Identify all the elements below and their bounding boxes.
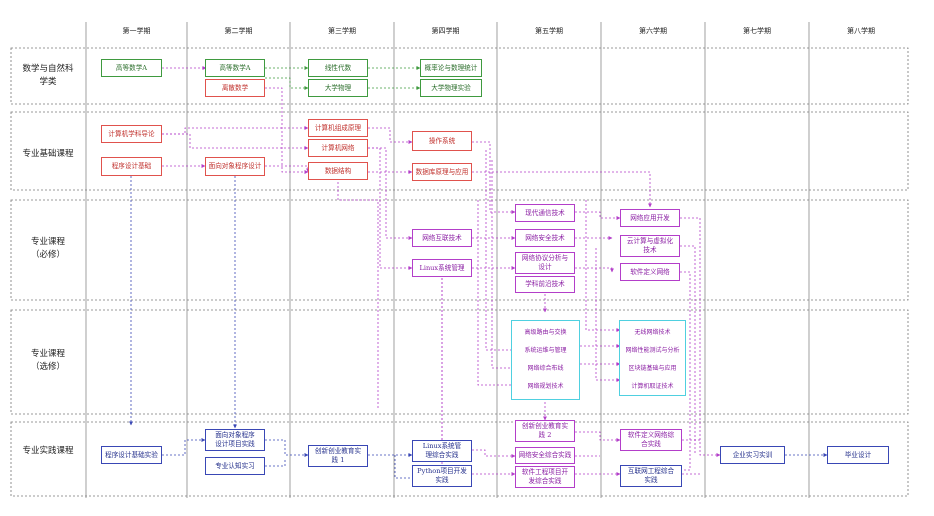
course-box[interactable]: 计算机学科导论	[101, 125, 162, 143]
header-semester-5: 第五学期	[535, 27, 563, 35]
row-label-elective: 专业课程 （选修）	[30, 349, 65, 372]
course-box[interactable]: 现代通信技术	[515, 204, 575, 222]
course-box[interactable]: 创新创业教育实 践 2	[515, 420, 575, 442]
header-semester-8: 第八学期	[847, 27, 875, 35]
course-box[interactable]: 互联网工程综合 实践	[620, 465, 682, 487]
course-box[interactable]: 软件定义网络综 合实践	[620, 429, 682, 451]
course-box[interactable]: 创新创业教育实 践 1	[308, 445, 368, 467]
course-box[interactable]: 网络安全技术	[515, 229, 575, 247]
header-semester-1: 第一学期	[122, 27, 151, 35]
row-frames	[10, 47, 909, 497]
elective-item[interactable]: 计算机取证技术	[631, 383, 674, 390]
row-label-practice: 专业实践课程	[22, 446, 74, 456]
column-lines	[85, 22, 810, 498]
course-box[interactable]: 概率论与数理统计	[420, 59, 482, 77]
elective-item[interactable]: 网络性能测试与分析	[625, 347, 680, 354]
elective-item[interactable]: 网络规划技术	[527, 383, 564, 390]
elective-group-sem5	[511, 320, 580, 400]
course-box[interactable]: 网络应用开发	[620, 209, 680, 227]
course-box[interactable]: 大学物理	[308, 79, 368, 97]
course-box[interactable]: 学科前沿技术	[515, 276, 575, 293]
course-box[interactable]: 软件工程项目开 发综合实践	[515, 466, 575, 488]
course-box[interactable]: 大学物理实验	[420, 79, 482, 97]
course-box[interactable]: Python项目开发 实践	[412, 465, 472, 487]
course-box[interactable]: 高等数学A	[205, 59, 265, 77]
header-semester-3: 第三学期	[328, 27, 356, 35]
course-box[interactable]: 数据库原理与应用	[412, 163, 472, 181]
course-box[interactable]: 网络安全综合实践	[515, 447, 575, 464]
connectors	[129, 66, 828, 479]
course-box[interactable]: 专业认知实习	[205, 457, 265, 475]
header-semester-6: 第六学期	[639, 27, 667, 35]
course-box[interactable]: 程序设计基础	[101, 157, 162, 176]
course-box[interactable]: 毕业设计	[827, 446, 889, 464]
course-box[interactable]: 线性代数	[308, 59, 368, 77]
elective-item[interactable]: 高级路由与交换	[524, 329, 567, 336]
header-semester-7: 第七学期	[743, 27, 771, 35]
course-box[interactable]: 操作系统	[412, 131, 472, 151]
row-label-required: 专业课程 （必修）	[30, 237, 65, 260]
course-box[interactable]: Linux系统管 理综合实践	[412, 440, 472, 462]
course-box[interactable]: 数据结构	[308, 162, 368, 180]
row-label-math: 数学与自然科 学类	[22, 64, 74, 87]
course-box[interactable]: Linux系统管理	[412, 259, 472, 277]
header-semester-2: 第二学期	[224, 27, 253, 35]
course-box[interactable]: 计算机网络	[308, 139, 368, 157]
course-box[interactable]: 云计算与虚拟化 技术	[620, 235, 680, 257]
course-box[interactable]: 网络协议分析与 设计	[515, 252, 575, 274]
course-box[interactable]: 网络互联技术	[412, 229, 472, 247]
elective-item[interactable]: 系统运维与管理	[524, 347, 567, 354]
row-label-foundation: 专业基础课程	[22, 149, 74, 159]
course-box[interactable]: 企业实习实训	[720, 446, 785, 464]
elective-item[interactable]: 无线网络技术	[634, 329, 671, 336]
course-box[interactable]: 高等数学A	[101, 59, 162, 77]
course-box[interactable]: 离散数学	[205, 79, 265, 97]
elective-item[interactable]: 网络综合布线	[527, 365, 564, 372]
elective-item[interactable]: 区块链基础与应用	[628, 365, 677, 372]
header-semester-4: 第四学期	[431, 27, 460, 35]
course-box[interactable]: 程序设计基础实验	[101, 446, 162, 464]
elective-group-sem6	[619, 320, 686, 396]
course-box[interactable]: 面向对象程序 设计项目实践	[205, 429, 265, 451]
course-box[interactable]: 面向对象程序设计	[205, 157, 265, 176]
course-box[interactable]: 软件定义网络	[620, 263, 680, 281]
course-box[interactable]: 计算机组成原理	[308, 119, 368, 137]
